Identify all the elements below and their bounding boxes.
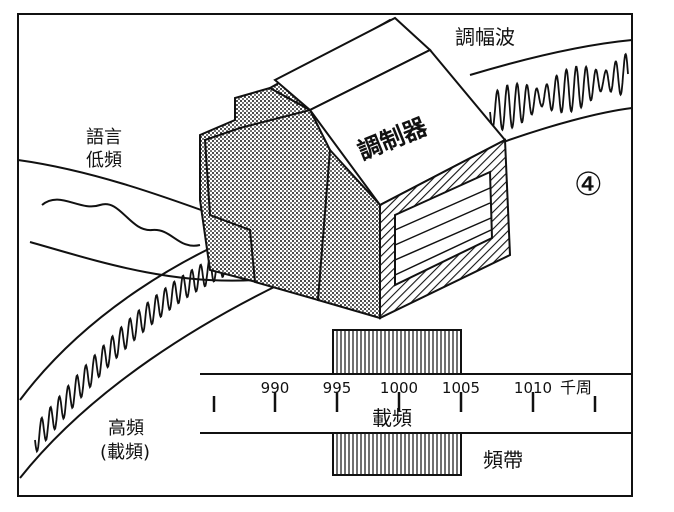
- audio-signal-band: [17, 159, 256, 282]
- figure-number: ④: [574, 165, 603, 203]
- tick-label-990: 990: [261, 379, 290, 397]
- label-carrier: 載頻: [372, 406, 412, 430]
- frequency-scale: [200, 329, 632, 476]
- lower-sideband-block: [332, 432, 462, 476]
- upper-sideband-block: [332, 329, 462, 375]
- scale-unit: 千周: [560, 378, 592, 397]
- tick-label-1000: 1000: [380, 379, 418, 397]
- label-modulated-wave: 調幅波: [455, 25, 515, 49]
- label-audio-line1: 語言: [86, 127, 122, 148]
- label-hf-line2: (載頻): [100, 442, 150, 463]
- tick-label-1010: 1010: [514, 379, 552, 397]
- tick-label-995: 995: [323, 379, 352, 397]
- modulator-house: [199, 16, 512, 320]
- modulated-output-band: [469, 39, 633, 146]
- label-audio-line2: 低頻: [86, 150, 122, 171]
- tick-label-1005: 1005: [442, 379, 480, 397]
- modulated-wave: [489, 52, 629, 132]
- label-band: 頻帶: [483, 448, 523, 472]
- frame-border: [17, 13, 633, 497]
- label-hf-line1: 高頻: [108, 418, 144, 439]
